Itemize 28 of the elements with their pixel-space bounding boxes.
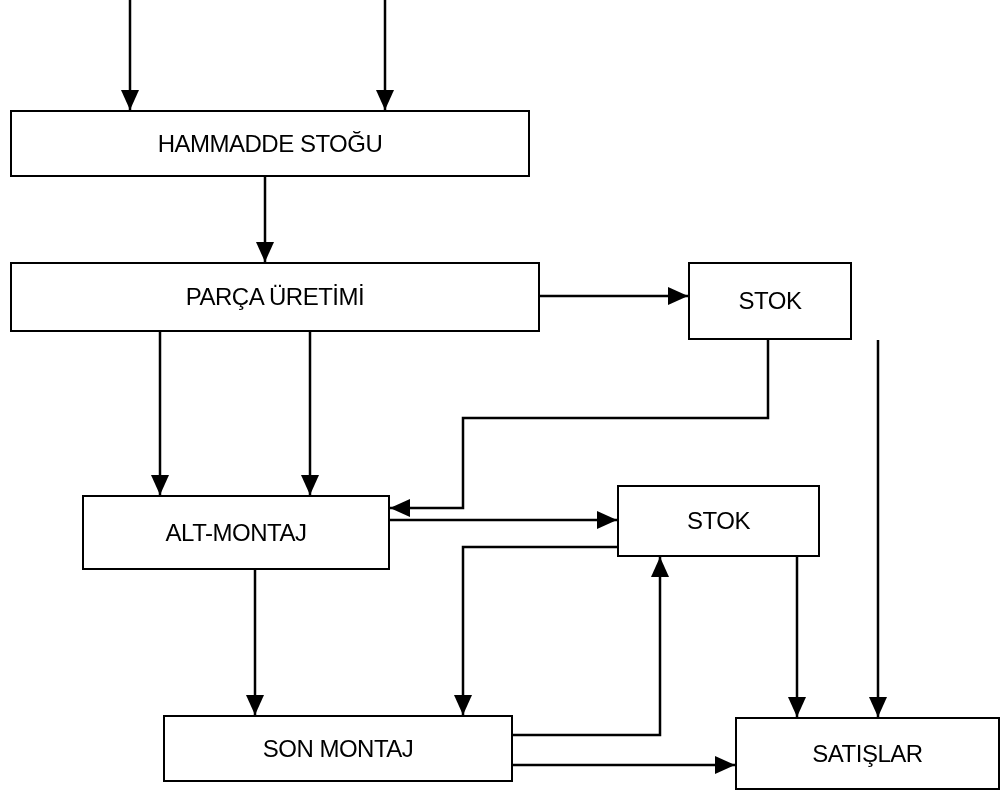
process-box [617,485,820,557]
process-box [82,495,390,570]
box-label: HAMMADDE STOĞU [157,129,383,158]
arrow [454,545,617,715]
arrow [869,340,887,717]
box-label: PARÇA ÜRETİMİ [185,283,365,311]
arrow [390,511,617,529]
arrow [256,177,274,262]
arrow [376,0,394,110]
box-label: ALT-MONTAJ [165,518,307,547]
process-box [163,715,513,782]
arrow [540,287,688,305]
arrow [121,0,139,110]
box-label: SON MONTAJ [262,734,414,763]
arrow [788,557,806,717]
arrow [513,756,735,774]
arrow [301,332,319,495]
arrow [513,557,669,737]
arrow [390,340,770,517]
box-label: STOK [738,287,802,315]
arrow [246,570,264,715]
box-label: STOK [687,507,750,535]
process-box [10,110,530,177]
box-label: SATIŞLAR [812,739,923,768]
process-box [735,717,1000,790]
process-box [10,262,540,332]
arrow [151,332,169,495]
process-box [688,262,852,340]
